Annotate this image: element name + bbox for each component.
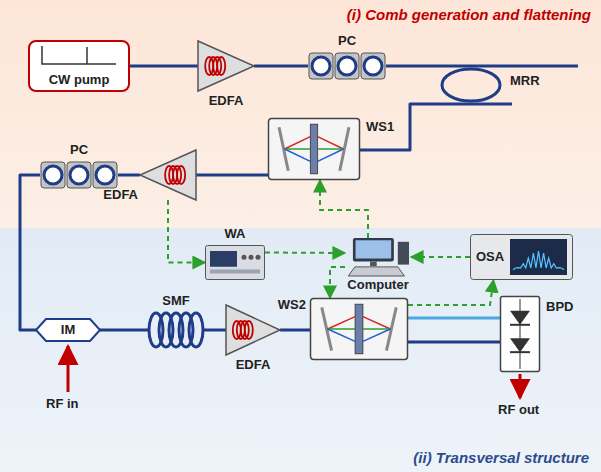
section-heading: (ii) Transversal structure	[413, 449, 589, 466]
photodetector-box: BPD	[500, 296, 540, 372]
component-label: EDFA	[209, 94, 244, 109]
component-label: PC	[338, 34, 356, 49]
rf-arrow	[519, 374, 522, 398]
amplifier-triangle-outline	[198, 41, 254, 91]
amplifier-triangle: EDFA	[140, 150, 196, 200]
analyzer-instrument: WA	[205, 245, 265, 280]
analyzer-instrument-outline	[205, 245, 265, 280]
section-band: (i) Comb generation and flattening CW pum…	[0, 0, 601, 228]
optical-fiber	[360, 104, 471, 150]
component-label: SMF	[162, 294, 189, 309]
laser-box: CW pump	[28, 40, 130, 92]
component-label: CW pump	[49, 73, 110, 88]
control-link	[408, 280, 494, 305]
spectrum-analyzer: OSA	[470, 234, 573, 280]
component-label: MRR	[510, 74, 540, 89]
component-label: IM	[61, 323, 75, 338]
optical-fiber	[118, 174, 140, 177]
computer-icon: Computer	[345, 238, 411, 276]
optical-fiber	[204, 329, 226, 332]
ring-resonator: MRR	[440, 66, 502, 104]
optical-fiber	[196, 174, 268, 177]
optical-fiber	[130, 65, 198, 68]
bus-waveguide	[440, 65, 578, 68]
rf-arrow	[67, 346, 70, 392]
waveshaper-box: WS2	[310, 298, 408, 360]
optical-fiber	[386, 65, 440, 68]
component-label: WA	[225, 227, 246, 242]
polarization-controller: PC	[40, 162, 118, 188]
optical-fiber	[280, 329, 310, 332]
layout-strokes	[68, 66, 578, 398]
control-link	[411, 256, 470, 258]
control-link	[330, 267, 345, 298]
component-label: WS1	[366, 120, 394, 135]
control-link	[168, 200, 205, 263]
component-label: BPD	[546, 300, 573, 315]
polarization-controller: PC	[308, 53, 386, 79]
fiber-spool-outline	[148, 312, 204, 348]
polarization-controller-outline	[40, 162, 118, 188]
waveshaper-box-outline	[310, 298, 408, 360]
optical-fiber	[408, 317, 500, 320]
component-label: EDFA	[103, 188, 138, 203]
optical-fiber	[408, 341, 500, 344]
signal-label: RF out	[498, 402, 539, 417]
control-link	[265, 252, 345, 255]
control-link	[320, 180, 368, 238]
ring-resonator-outline	[440, 66, 502, 104]
computer-icon-outline	[345, 238, 411, 276]
component-label: OSA	[476, 250, 504, 265]
polarization-controller-outline	[308, 53, 386, 79]
waveshaper-box-outline	[268, 118, 360, 180]
fiber-spool: SMF	[148, 312, 204, 348]
optical-fiber	[254, 65, 308, 68]
photodetector-box-outline	[500, 296, 540, 372]
component-label: Computer	[347, 278, 408, 293]
waveshaper-box: WS1	[268, 118, 360, 180]
section-band: (ii) Transversal structure WA Computer OSA I…	[0, 228, 601, 472]
drop-waveguide	[471, 103, 512, 106]
component-label: PC	[70, 143, 88, 158]
modulator-hexagon: IM	[36, 318, 100, 342]
component-label: WS2	[278, 298, 306, 313]
section-heading: (i) Comb generation and flattening	[347, 6, 591, 23]
optical-fiber	[100, 329, 148, 332]
amplifier-triangle: EDFA	[198, 41, 254, 91]
optical-fiber	[20, 175, 40, 330]
amplifier-triangle: EDFA	[226, 305, 280, 355]
amplifier-triangle-outline	[226, 305, 280, 355]
signal-label: RF in	[46, 396, 79, 411]
amplifier-triangle-outline	[140, 150, 196, 200]
component-label: EDFA	[236, 358, 271, 373]
